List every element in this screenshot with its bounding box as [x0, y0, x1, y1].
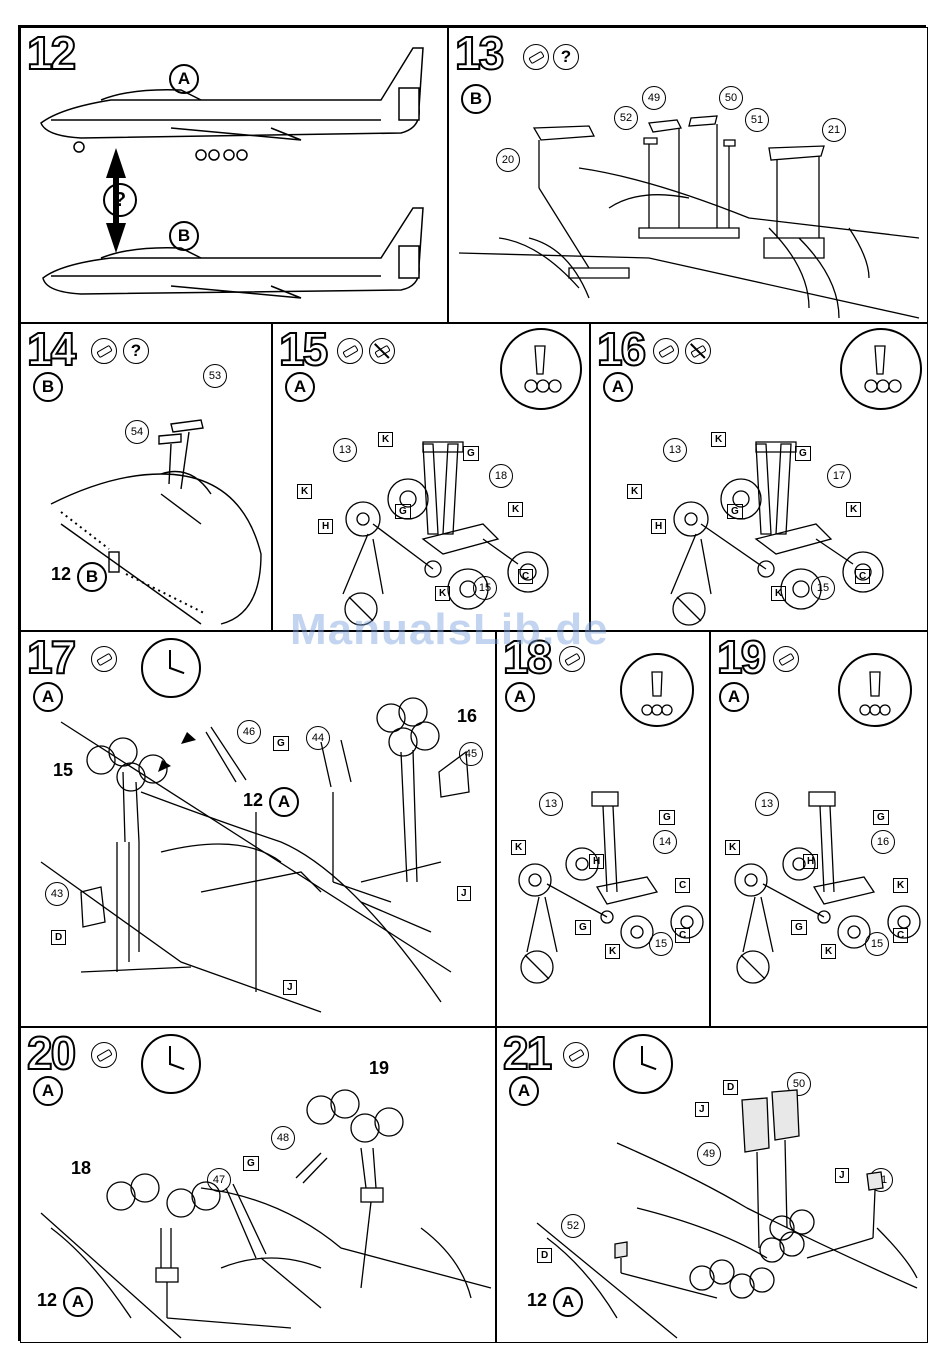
landing-gear-assembly-drawing — [591, 324, 928, 631]
main-gear-installation-drawing — [21, 632, 496, 1027]
landing-gear-assembly-drawing — [273, 324, 590, 631]
step-20-panel: 20 A 19 18 47 48 12 A G — [20, 1027, 496, 1343]
wing-fairing-drawing — [449, 28, 928, 323]
aircraft-comparison-drawing — [21, 28, 448, 323]
step-15-panel: 15 A 13 18 15 K G K H G K C K — [272, 323, 590, 631]
step-18-panel: 18 A 13 14 15 K G H C G K C — [496, 631, 710, 1027]
step-16-panel: 16 A 13 17 15 K G K H G K C K — [590, 323, 928, 631]
step-14-panel: 14 ? B 53 54 12 B — [20, 323, 272, 631]
step-17-panel: 17 A 15 46 44 16 45 43 12 A G D J J — [20, 631, 496, 1027]
instruction-page: 12 A B ? — [18, 25, 926, 1341]
rear-gear-installation-drawing — [21, 1028, 496, 1343]
step-13-panel: 13 ? B 20 52 49 50 51 21 — [448, 27, 928, 323]
nose-section-drawing — [21, 324, 272, 631]
nose-gear-assembly-drawing — [711, 632, 928, 1027]
step-12-panel: 12 A B ? — [20, 27, 448, 323]
step-21-panel: 21 A 50 49 51 52 12 A D J J D — [496, 1027, 928, 1343]
nose-gear-assembly-drawing — [497, 632, 710, 1027]
watermark: ManualsLib.de — [290, 605, 609, 655]
gear-door-installation-drawing — [497, 1028, 928, 1343]
step-19-panel: 19 A 13 16 15 K G H K G K C — [710, 631, 928, 1027]
